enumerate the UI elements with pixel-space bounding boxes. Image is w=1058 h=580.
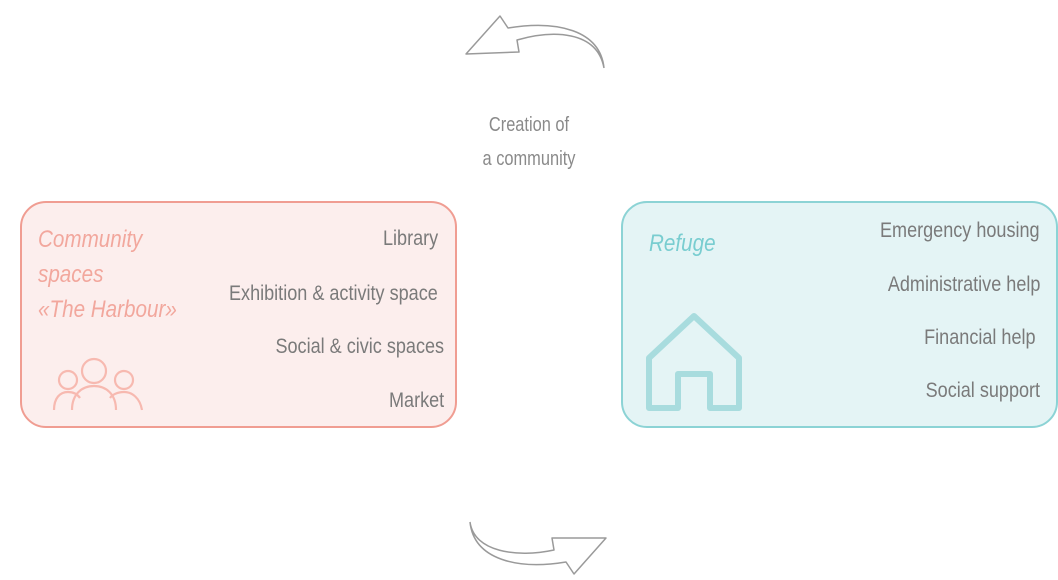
curved-arrow-left-icon: [462, 8, 612, 76]
item-financial-help: Financial help: [924, 326, 1036, 349]
title-line-2: spaces: [38, 261, 104, 288]
house-icon: [644, 308, 744, 419]
item-social-civic-spaces: Social & civic spaces: [275, 335, 444, 358]
item-social-support: Social support: [925, 379, 1040, 402]
refuge-title: Refuge: [649, 230, 716, 257]
item-market: Market: [388, 389, 444, 412]
item-library: Library: [382, 227, 438, 250]
center-label: Creation of a community: [447, 108, 611, 176]
item-exhibition-activity-space: Exhibition & activity space: [229, 282, 438, 305]
center-label-line-2: a community: [482, 148, 576, 170]
title-line-3: «The Harbour»: [38, 296, 177, 323]
title-line-1: Community: [38, 226, 143, 253]
community-spaces-box: [20, 201, 457, 428]
people-group-icon: [50, 354, 150, 419]
curved-arrow-right-icon: [462, 512, 612, 580]
item-administrative-help: Administrative help: [887, 273, 1040, 296]
item-emergency-housing: Emergency housing: [880, 219, 1040, 242]
center-label-line-1: Creation of: [488, 114, 570, 136]
community-spaces-title: Community spaces «The Harbour»: [38, 222, 177, 327]
